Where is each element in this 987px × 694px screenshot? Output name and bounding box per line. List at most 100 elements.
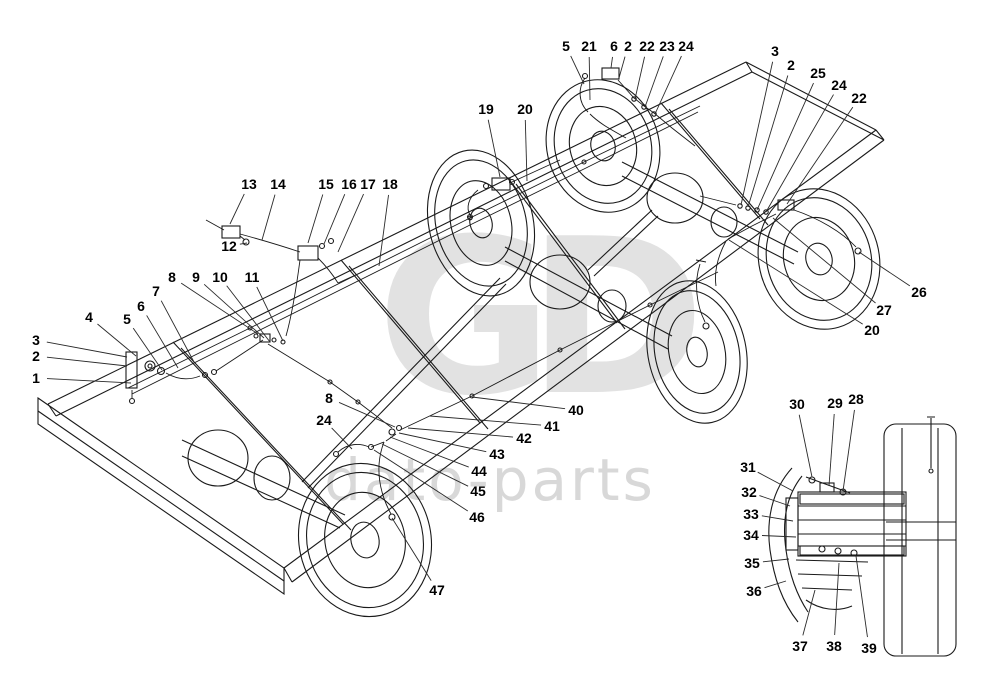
callout-21: 21 [581,38,597,101]
callout-label: 9 [192,269,200,285]
callout-30: 30 [789,396,813,478]
callout-label: 7 [152,283,160,299]
callout-label: 29 [827,395,843,411]
callout-34: 34 [743,527,797,543]
callout-46: 46 [373,449,485,525]
callout-24: 24 [765,77,847,213]
callout-label: 6 [137,298,145,314]
axles-drivetrain [181,161,799,529]
callout-45: 45 [381,443,486,499]
callout-6: 6 [137,298,179,369]
callout-label: 22 [639,38,655,54]
callout-label: 20 [864,322,880,338]
callout-label: 25 [810,65,826,81]
callout-39: 39 [855,555,877,656]
callout-23: 23 [644,38,675,108]
leader-line [634,56,646,100]
callout-label: 26 [911,284,927,300]
brake-lines [125,67,862,521]
leader-line [46,356,128,367]
callout-9: 9 [192,269,265,339]
leader-line [759,495,791,507]
leader-line [331,427,353,450]
callout-32: 32 [741,484,791,507]
hub-detail [768,416,957,657]
callout-label: 23 [659,38,675,54]
callout-label: 16 [341,176,357,192]
callout-label: 17 [360,176,376,192]
callout-label: 22 [851,90,867,106]
leader-line [307,194,324,244]
callout-37: 37 [792,589,816,654]
callout-19: 19 [478,101,501,178]
leader-line [654,55,682,115]
callout-22: 22 [786,90,867,205]
callout-label: 24 [316,412,332,428]
callout-1: 1 [32,370,132,386]
callout-label: 1 [32,370,40,386]
callout-label: 3 [32,332,40,348]
leader-line [373,449,469,512]
leader-line [229,193,245,225]
callout-label: 3 [771,43,779,59]
callout-27: 27 [772,217,892,318]
leader-line [429,415,542,426]
leader-line [239,242,248,245]
leader-line [132,327,163,371]
callout-2: 2 [618,38,632,79]
callout-28: 28 [842,391,864,492]
callout-3: 3 [32,332,128,358]
leader-line [747,75,789,208]
callout-2: 2 [747,57,795,208]
callout-17: 17 [337,176,376,253]
leader-line [46,341,128,358]
callout-label: 46 [469,509,485,525]
callout-label: 15 [318,176,334,192]
leader-line [834,562,840,636]
callout-5: 5 [123,311,163,371]
leader-line [764,580,787,589]
leader-line [761,535,797,538]
callout-label: 43 [489,446,505,462]
callout-label: 20 [517,101,533,117]
wheel-near-rear [757,188,881,330]
callout-26: 26 [858,251,927,300]
leader-line [378,194,389,267]
watermark-logo: GD [377,192,695,443]
leader-line [570,55,585,85]
callout-40: 40 [471,396,584,418]
callout-label: 11 [245,269,260,285]
chassis-frame [37,61,885,596]
leader-line [798,414,813,478]
leader-line [757,471,794,492]
leader-line [858,251,911,287]
callout-47: 47 [391,517,445,598]
callout-label: 32 [741,484,757,500]
wheels [297,79,881,618]
leader-line [180,282,259,335]
callout-8: 8 [325,390,396,428]
callout-label: 18 [382,176,398,192]
callout-label: 39 [861,640,877,656]
leader-line [786,106,854,205]
callout-label: 10 [212,269,228,285]
callout-label: 5 [562,38,570,54]
leader-line [756,82,814,211]
callout-label: 45 [470,483,486,499]
callout-11: 11 [245,269,284,342]
callout-6: 6 [610,38,618,69]
callout-label: 24 [678,38,694,54]
callout-label: 2 [32,348,40,364]
callout-25: 25 [756,65,826,211]
callout-label: 36 [746,583,762,599]
callout-label: 14 [270,176,286,192]
callout-31: 31 [740,459,794,492]
wheel-near-middle [646,280,748,424]
callout-33: 33 [743,506,794,522]
leader-line [842,409,855,492]
callout-15: 15 [307,176,334,244]
callout-label: 35 [744,555,760,571]
leader-line [256,286,284,342]
